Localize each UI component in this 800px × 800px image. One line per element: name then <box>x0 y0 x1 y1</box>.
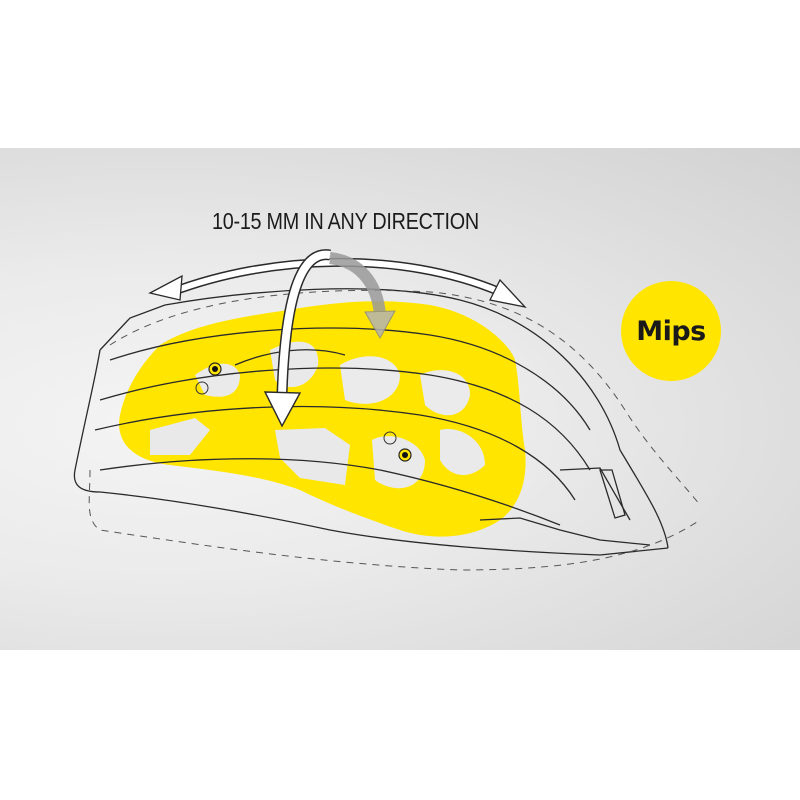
rotation-arrow-icon <box>328 252 396 340</box>
helmet-outline <box>73 288 669 556</box>
downward-arrow-icon <box>263 249 331 428</box>
mips-layer-shape <box>119 301 526 537</box>
bidirectional-arrow-icon <box>148 257 527 309</box>
movement-caption: 10-15 MM IN ANY DIRECTION <box>212 208 479 234</box>
attachment-point-left <box>195 362 222 395</box>
helmet-dashed-outline <box>88 289 701 571</box>
mips-badge: Mips <box>621 281 721 381</box>
mips-logo-text: Mips <box>636 315 706 347</box>
attachment-point-right <box>383 431 412 462</box>
